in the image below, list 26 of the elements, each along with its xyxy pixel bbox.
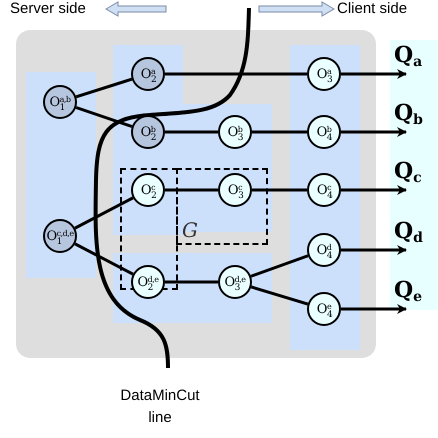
arrow <box>341 245 407 255</box>
arrow <box>341 304 407 314</box>
connector-line <box>165 72 307 76</box>
connector-line <box>250 286 308 306</box>
arrow <box>341 127 407 137</box>
connector-line <box>252 188 307 192</box>
arrow <box>341 69 407 79</box>
connector-line <box>74 196 134 230</box>
query-label: Q$_{d}$ <box>394 220 423 242</box>
query-label: Q$_{b}$ <box>394 102 423 124</box>
side-label: Client side <box>337 0 408 18</box>
side-label: Server side <box>10 0 86 18</box>
connector-line <box>76 78 132 98</box>
connector-line <box>165 280 218 284</box>
connector-line <box>165 188 218 192</box>
arrow <box>341 185 407 195</box>
connector-line <box>252 130 307 134</box>
connector-line <box>74 242 134 276</box>
query-label: Q$_{a}$ <box>394 44 422 66</box>
group-label: G <box>182 220 198 240</box>
connector-line <box>165 130 218 134</box>
connector-line <box>76 106 132 128</box>
query-label: Q$_{e}$ <box>394 279 422 301</box>
query-label: Q$_{c}$ <box>394 160 422 182</box>
connector-line <box>250 254 309 278</box>
cut-line-label: DataMinCut line <box>119 386 201 428</box>
